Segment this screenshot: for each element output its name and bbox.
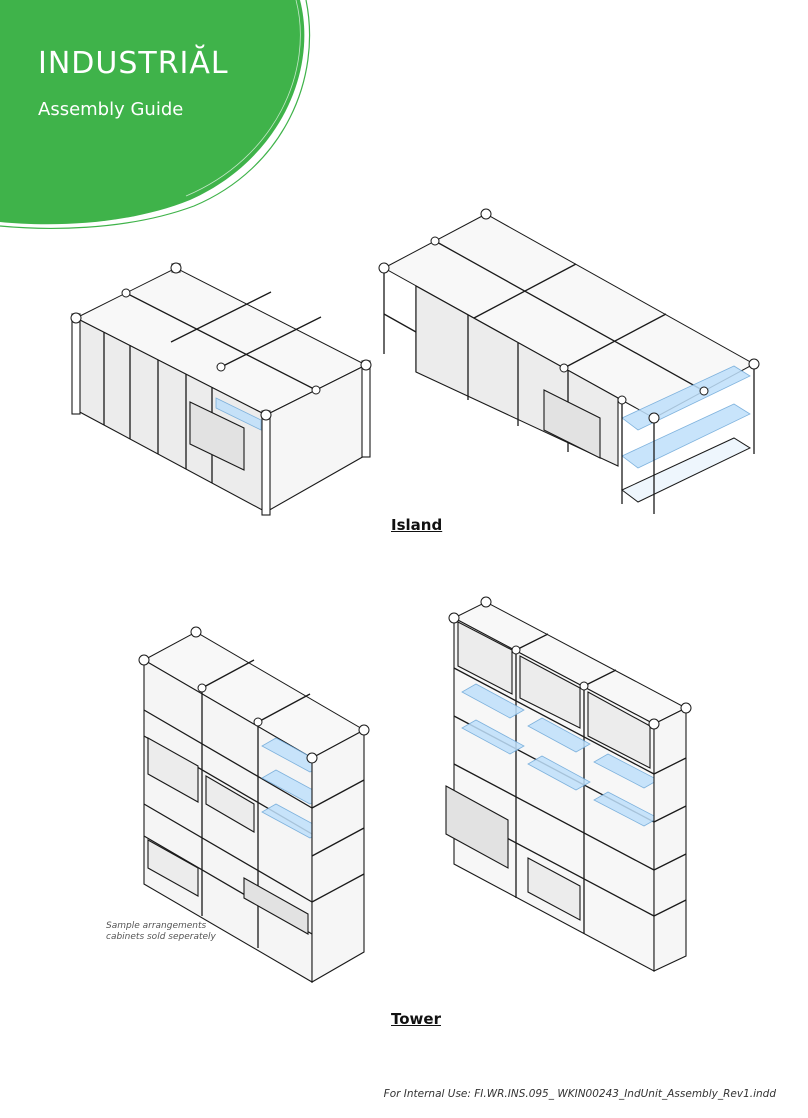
island-illustration-small — [70, 262, 372, 516]
island-illustration-large — [378, 208, 760, 514]
brand-title: INDUSTRIĂL — [38, 46, 229, 81]
sample-note-line1: Sample arrangements — [106, 921, 207, 931]
footer-file-reference: For Internal Use: FI.WR.INS.095_ WKIN002… — [383, 1088, 776, 1100]
sample-note-line2: cabinets sold seperately — [106, 932, 216, 942]
island-label: Island — [391, 516, 443, 534]
tower-label: Tower — [391, 1010, 441, 1028]
brand-subtitle: Assembly Guide — [38, 99, 184, 120]
header-banner — [0, 0, 311, 229]
tower-illustration-left — [138, 626, 370, 983]
sample-note: Sample arrangements cabinets sold sepera… — [106, 921, 216, 943]
tower-illustration-right — [445, 596, 692, 972]
